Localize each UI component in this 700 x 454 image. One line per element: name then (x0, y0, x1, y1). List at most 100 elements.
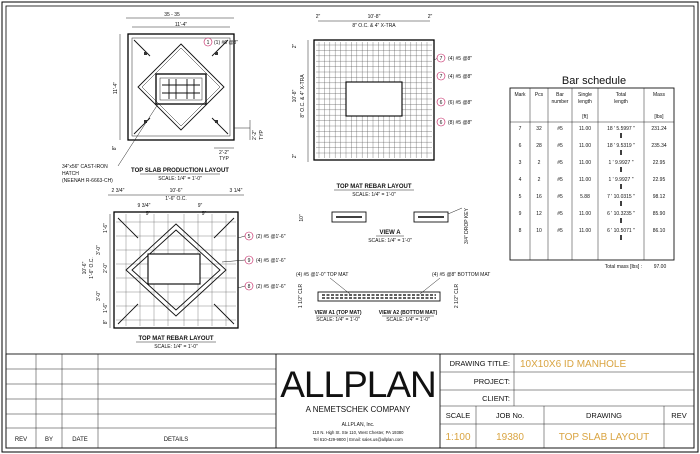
bar-schedule-header-cell: Total (616, 92, 627, 98)
allplan-logo: ALLPLAN (280, 364, 436, 405)
bar-schedule-cell: 3 (519, 160, 522, 166)
bar-schedule-cell: 8 (519, 228, 522, 234)
d2-dim-v4: 2" (292, 154, 298, 159)
view-a2-title: VIEW A2 (BOTTOM MAT) (379, 310, 438, 316)
d3-dim-d: 1'-6" O.C. (165, 196, 187, 202)
bar-schedule-header-cell: number (552, 99, 569, 105)
bar-schedule-unit-cell: [ft] (582, 114, 588, 120)
d3-dim-left-4: 3'-0" (96, 291, 102, 301)
rev-col-header: REV (15, 437, 27, 443)
d2-dim-spacing: 8" O.C. & 4" X-TRA (352, 23, 396, 29)
view-a-title: VIEW A (379, 230, 401, 236)
drawing-top-mat-rebar-diamond: 2 3/4" 10'-6" 3 1/4" 1'-6" O.C. 9 3/4" 9… (82, 188, 286, 350)
drawing-title-value: 10X10X6 ID MANHOLE (520, 359, 626, 370)
d3-dim-left-5: 1'-6" (103, 223, 109, 233)
d2-slab (313, 39, 435, 161)
d2-callout-4-num: 6 (440, 120, 443, 126)
view-a-scale: SCALE: 1/4" = 1'-0" (368, 238, 412, 244)
view-a-section-right (413, 211, 449, 223)
d3-dim-left-8: 8" (103, 320, 109, 325)
bar-schedule-title: Bar schedule (562, 75, 626, 87)
d2-callout-3-num: 6 (440, 100, 443, 106)
hatch-opening (155, 73, 207, 105)
address-2: 110 N. High St. Ste 110, West Chester, P… (313, 430, 405, 435)
view-a: 10" 3/4" DROP KEY VIEW A SCALE: 1/4" = 1… (299, 207, 470, 244)
bar-schedule-cell: #5 (557, 160, 563, 166)
bar-shape-icon (620, 201, 622, 206)
dim-top-inner: 11'-4" (175, 22, 188, 28)
drawing-top-mat-rebar-grid: 2" 10'-8" 2" 8" O.C. & 4" X-TRA 2" 10'-8… (292, 14, 472, 198)
drawing1-title: TOP SLAB PRODUCTION LAYOUT (131, 168, 229, 174)
d3-callout-3-num: 8 (248, 284, 251, 290)
d3-callout-1-text: (2) #5 @1'-6" (256, 234, 286, 240)
dim-2-2: 2'-2" (219, 150, 229, 156)
bar-schedule-cell: 86.10 (653, 228, 666, 234)
bar-schedule-cell: 18 ' 5.5997 " (607, 126, 635, 132)
callout-circle (203, 37, 213, 47)
hatch-label-3: (NEENAH R-6663-CH) (62, 178, 113, 184)
view-a1-title: VIEW A1 (TOP MAT) (314, 310, 361, 316)
view-a2-scale: SCALE: 1/4" = 1'-0" (386, 317, 430, 323)
allplan-subtitle: A NEMETSCHEK COMPANY (306, 405, 411, 414)
view-a1-section (317, 291, 441, 302)
d3-callout-1-num: 5 (248, 234, 251, 240)
bar-schedule-header-cell: Mark (514, 92, 526, 98)
d3-dim-c: 3 1/4" (230, 188, 243, 194)
bar-schedule-cell: 6 ' 10.5071 " (607, 228, 635, 234)
view-a1-scale: SCALE: 1/4" = 1'-0" (316, 317, 360, 323)
d2-callouts: 7 (4) #5 @8" 7 (4) #5 @8" 6 (6) #5 @8" 6… (433, 53, 472, 127)
bar-schedule-cell: 11.00 (579, 143, 591, 149)
bar-schedule-cell: 1 ' 9.9927 " (609, 160, 634, 166)
bar-schedule-header-cell: Single (578, 92, 592, 98)
d2-callout-2-num: 7 (440, 74, 443, 80)
bar-schedule-cell: #5 (557, 143, 563, 149)
d2-dim-top-l: 2" (316, 14, 321, 20)
drawing3-title: TOP MAT REBAR LAYOUT (138, 336, 213, 342)
d3-callout-3-text: (2) #5 @1'-6" (256, 284, 286, 290)
d3-slab (113, 211, 239, 329)
d2-dim-v2: 10'-8" (292, 89, 298, 102)
d3-callout-2-text: (4) #5 @1'-6" (256, 258, 286, 264)
view-a1-label-left: (4) #5 @1'-0" TOP MAT (296, 272, 348, 278)
bar-schedule-cell: 11.00 (579, 126, 591, 132)
d2-dim-top-m: 10'-8" (368, 14, 381, 20)
bar-schedule-cell: #5 (557, 211, 563, 217)
view-a-dim-10: 10" (299, 214, 305, 222)
drawing3-scale: SCALE: 1/4" = 1'-0" (154, 344, 198, 350)
scale-value: 1:100 (445, 432, 470, 443)
dim-2-2-side: 2'-2" (252, 130, 258, 140)
bar-schedule-cell: 2 (538, 177, 541, 183)
bar-schedule-cell: 16 (536, 194, 542, 200)
bar-schedule-cell: 231.24 (651, 126, 667, 132)
details-col-header: DETAILS (164, 437, 189, 443)
bar-schedule-header-cell: Pcs (535, 92, 544, 98)
client-label: CLIENT: (482, 394, 510, 403)
bar-schedule-cell: 11.00 (579, 177, 591, 183)
d3-dim-e: 9 3/4" (138, 203, 151, 209)
view-a-drop-key: 3/4" DROP KEY (464, 207, 470, 244)
d3-dim-left-6: 2'-0" (103, 263, 109, 273)
bar-schedule-cell: 28 (536, 143, 542, 149)
slab-outline (127, 33, 235, 141)
drawing1-scale: SCALE: 1/4" = 1'-0" (158, 176, 202, 182)
bar-schedule-cell: 11.00 (579, 160, 591, 166)
d3-dim-left-1: 10'-6" (82, 261, 88, 274)
by-col-header: BY (45, 437, 53, 443)
dim-left: 11'-4" (113, 82, 119, 95)
date-col-header: DATE (72, 437, 88, 443)
dim-8: 8" (112, 146, 118, 151)
bar-shape-icon (620, 150, 622, 155)
address-1: ALLPLAN, Inc. (342, 422, 375, 428)
d2-dim-v1: 2" (292, 44, 298, 49)
d2-callout-1-num: 7 (440, 56, 443, 62)
d2-callout-4-text: (8) #5 @8" (448, 120, 472, 126)
bar-schedule-cell: #5 (557, 126, 563, 132)
dim-typ-side: TYP (259, 129, 265, 139)
bar-schedule-cell: #5 (557, 177, 563, 183)
bar-shape-icon (620, 133, 622, 138)
view-a1-clr-left: 1 1/2" CLR (298, 283, 304, 308)
drawing-top-slab-production: 35 - 35 11'-4" 11'-4" 8" 1 (1) (62, 12, 265, 184)
bar-schedule-cell: 2 (538, 160, 541, 166)
d3-opening (147, 253, 201, 285)
